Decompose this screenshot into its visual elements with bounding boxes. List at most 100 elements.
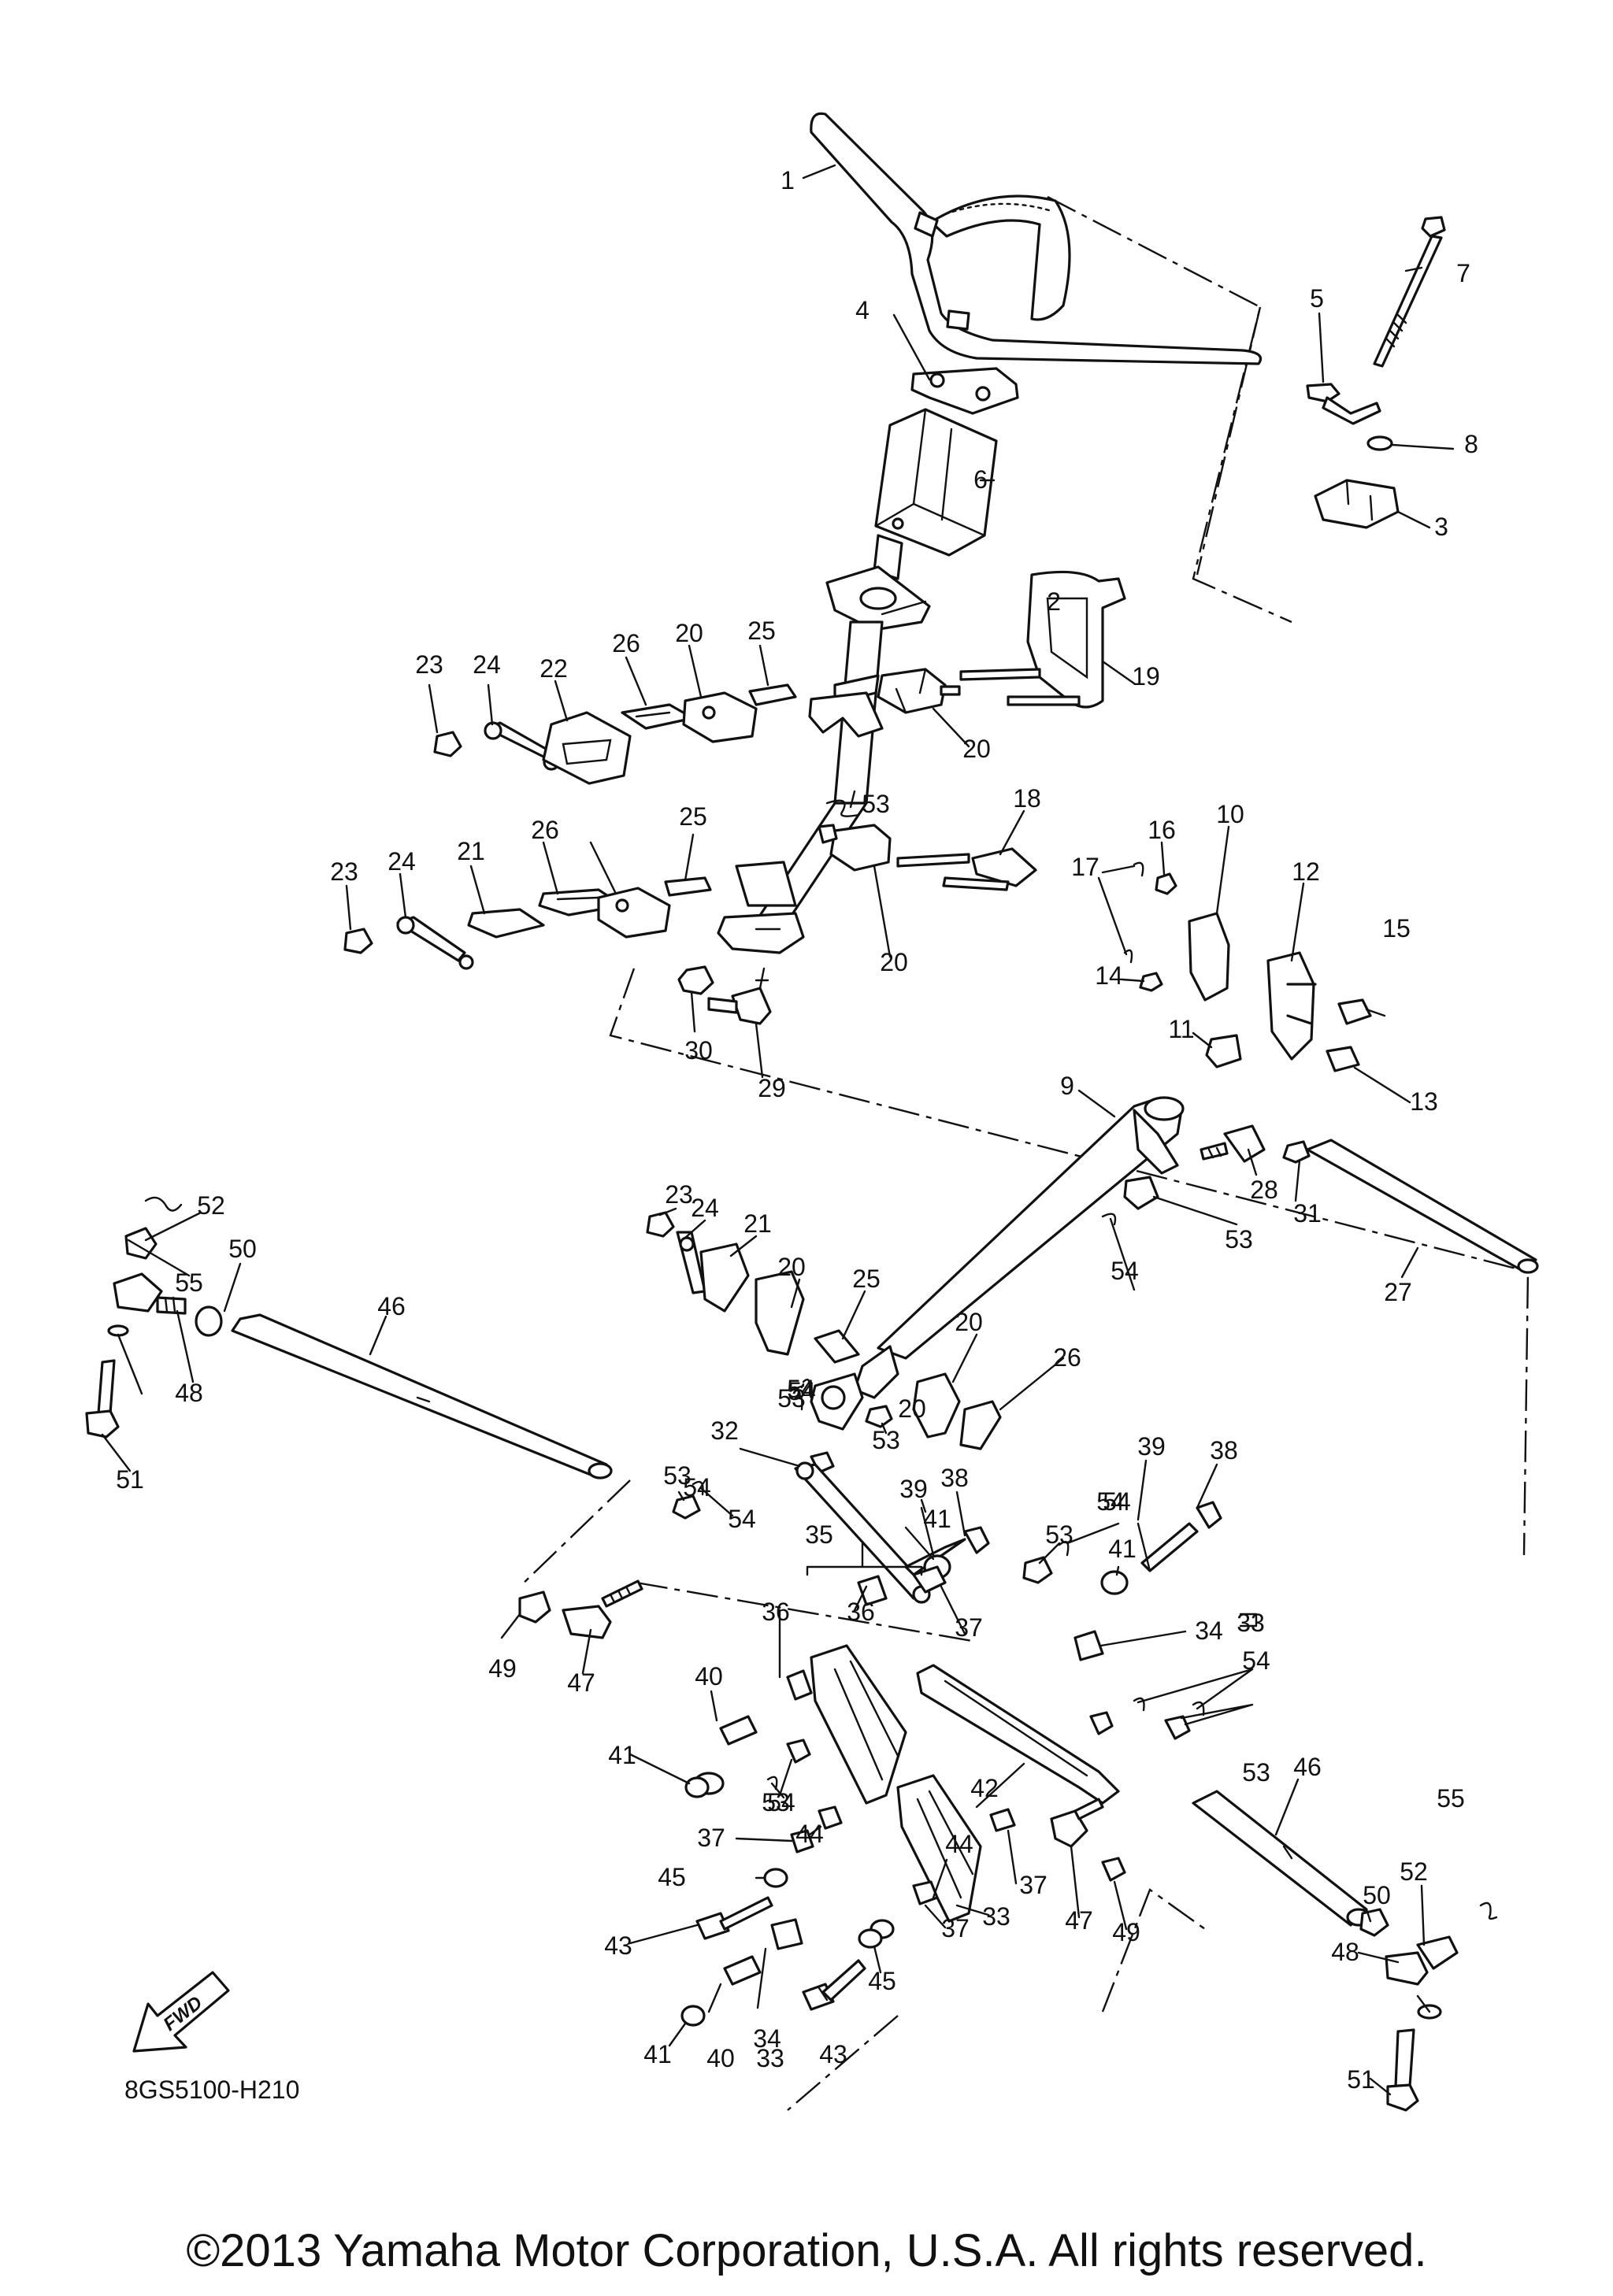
callout-55: 55 [175, 1268, 203, 1297]
right-tie-rod-group [1192, 1790, 1498, 2112]
copyright-notice: ©2013 Yamaha Motor Corporation, U.S.A. A… [186, 2225, 1426, 2276]
callout-40: 40 [706, 2044, 735, 2072]
callout-13: 13 [1410, 1087, 1438, 1116]
callout-16: 16 [1148, 816, 1176, 844]
callout-23: 23 [415, 650, 443, 679]
callout-36: 36 [847, 1598, 875, 1626]
callout-8: 8 [1464, 430, 1478, 458]
callout-29: 29 [758, 1074, 786, 1102]
callout-53: 53 [1225, 1225, 1253, 1254]
callout-52: 52 [197, 1191, 225, 1220]
callout-20: 20 [898, 1394, 926, 1423]
tie-rod-right [1192, 1790, 1368, 1927]
callout-17: 17 [1071, 853, 1099, 881]
callout-43: 43 [819, 2040, 847, 2068]
callout-41: 41 [608, 1741, 636, 1769]
callout-2: 2 [1047, 587, 1061, 616]
upper-holder-parts [1306, 216, 1446, 529]
callout-35: 35 [805, 1520, 833, 1549]
callout-26: 26 [531, 816, 559, 844]
callout-38: 38 [1210, 1436, 1238, 1465]
callout-42: 42 [970, 1774, 999, 1802]
callout-9: 9 [1060, 1072, 1074, 1100]
callout-31: 31 [1293, 1199, 1322, 1228]
handlebar [810, 112, 1263, 365]
callout-11: 11 [1168, 1015, 1194, 1043]
callout-50: 50 [1363, 1881, 1391, 1909]
callout-36: 36 [762, 1598, 790, 1626]
callout-19: 19 [1132, 662, 1160, 691]
callout-33: 33 [756, 2044, 784, 2072]
callout-48: 48 [1331, 1938, 1359, 1966]
callout-20: 20 [962, 735, 991, 763]
callout-26: 26 [612, 629, 640, 657]
callout-18: 18 [1013, 784, 1041, 813]
callout-38: 38 [940, 1464, 969, 1492]
callout-20: 20 [777, 1253, 806, 1281]
callout-26: 26 [1053, 1343, 1081, 1372]
callout-1: 1 [781, 166, 795, 194]
callout-53: 53 [872, 1426, 900, 1454]
callout-43: 43 [604, 1931, 632, 1960]
leader-lines [101, 164, 1455, 2096]
upper-link-row [433, 683, 797, 785]
reference-lines [519, 195, 1530, 2111]
forward-arrow: FWD [132, 1971, 230, 2053]
callout-25: 25 [852, 1265, 881, 1293]
callout-53: 53 [1242, 1758, 1270, 1787]
callout-21: 21 [457, 837, 485, 865]
callout-41: 41 [643, 2040, 672, 2068]
callout-50: 50 [228, 1235, 257, 1263]
callout-32: 32 [710, 1416, 739, 1445]
callout-33: 33 [982, 1902, 1010, 1931]
callout-54: 54 [1242, 1646, 1270, 1675]
callout-48: 48 [175, 1379, 203, 1407]
callout-53: 53 [663, 1461, 692, 1490]
callout-15: 15 [1382, 914, 1411, 942]
callout-51: 51 [1347, 2065, 1375, 2094]
callout-23: 23 [665, 1180, 693, 1209]
callout-39: 39 [1137, 1432, 1166, 1461]
callout-54: 54 [683, 1473, 711, 1502]
callout-37: 37 [1019, 1871, 1048, 1899]
callout-14: 14 [1095, 961, 1123, 990]
callout-37: 37 [941, 1914, 970, 1942]
callout-53: 53 [862, 790, 890, 818]
callout-54: 54 [1111, 1257, 1139, 1285]
callout-52: 52 [1400, 1857, 1428, 1886]
callout-46: 46 [1293, 1753, 1322, 1781]
lower-linkage-group [518, 1480, 1222, 2027]
callout-6: 6 [973, 465, 988, 494]
callout-40: 40 [695, 1662, 723, 1691]
callout-54: 54 [1096, 1487, 1125, 1516]
callout-41: 41 [1108, 1535, 1137, 1563]
callout-44: 44 [795, 1820, 824, 1848]
callout-51: 51 [116, 1465, 144, 1494]
callout-34: 34 [753, 2024, 781, 2053]
callout-34: 34 [1195, 1616, 1223, 1645]
diagram-code: 8GS5100-H210 [124, 2076, 299, 2104]
callout-53: 53 [777, 1384, 806, 1413]
mid-left-group [646, 1211, 1002, 1604]
callout-3: 3 [1434, 513, 1448, 541]
callout-46: 46 [377, 1292, 406, 1320]
callout-41: 41 [923, 1505, 951, 1533]
callout-22: 22 [540, 654, 568, 683]
callout-44: 44 [945, 1830, 973, 1858]
callout-24: 24 [691, 1194, 719, 1222]
callout-37: 37 [697, 1824, 725, 1852]
callout-47: 47 [1065, 1906, 1093, 1935]
fwd-arrow-icon [132, 1971, 230, 2053]
middle-shaft-group [853, 1096, 1539, 1399]
callout-30: 30 [684, 1036, 713, 1065]
callout-10: 10 [1216, 800, 1244, 828]
callout-12: 12 [1292, 857, 1320, 886]
callout-20: 20 [955, 1308, 983, 1336]
callout-37: 37 [955, 1613, 983, 1642]
callout-53: 53 [1045, 1520, 1073, 1549]
callout-21: 21 [743, 1209, 772, 1238]
steering-bracket [1026, 570, 1126, 709]
callout-4: 4 [855, 296, 870, 324]
